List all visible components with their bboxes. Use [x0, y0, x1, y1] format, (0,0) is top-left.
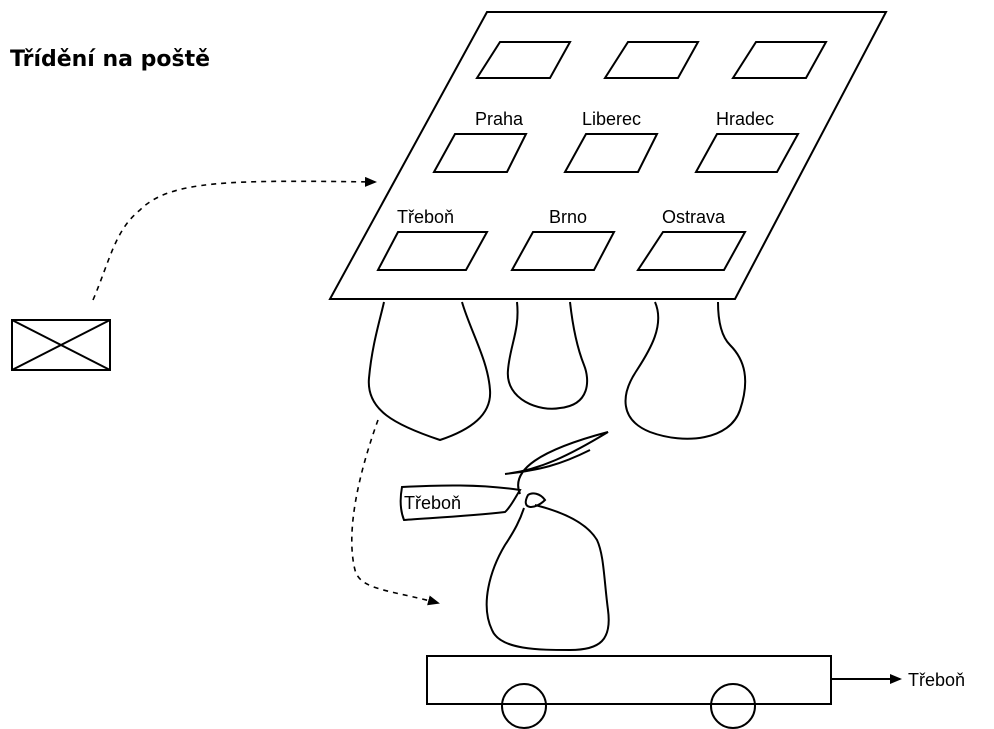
slot-brno: [510, 231, 616, 271]
tied-mail-bag: [485, 431, 610, 652]
slot-liberec: [563, 133, 659, 173]
slot-empty-3: [731, 41, 828, 79]
slot-hradec: [694, 133, 800, 173]
slot-trebon: [376, 231, 489, 271]
diagram-title: Třídění na poště: [10, 47, 210, 72]
slot-label-praha: Praha: [475, 109, 524, 129]
slot-label-trebon: Třeboň: [397, 207, 454, 227]
mail-cart: [426, 655, 832, 729]
slot-label-ostrava: Ostrava: [662, 207, 726, 227]
mail-bag-right: [624, 301, 747, 440]
bag-tag: [399, 484, 522, 522]
rack-to-bag-arrow: [351, 419, 440, 606]
cart-wheel-left: [501, 683, 547, 729]
sorting-rack: [328, 11, 888, 300]
cart-wheel-right: [710, 683, 756, 729]
slot-label-brno: Brno: [549, 207, 587, 227]
mail-bag-middle: [506, 301, 589, 410]
slot-label-liberec: Liberec: [582, 109, 641, 129]
slot-praha: [432, 133, 528, 173]
destination-label: Třeboň: [908, 670, 965, 690]
mail-bag-left: [367, 301, 492, 442]
slot-ostrava: [636, 231, 747, 271]
envelope-icon: [11, 319, 111, 371]
envelope-to-rack-arrow: [92, 176, 377, 301]
bag-tag-label: Třeboň: [404, 493, 461, 513]
slot-empty-1: [475, 41, 572, 79]
slot-empty-2: [603, 41, 700, 79]
slot-label-hradec: Hradec: [716, 109, 774, 129]
